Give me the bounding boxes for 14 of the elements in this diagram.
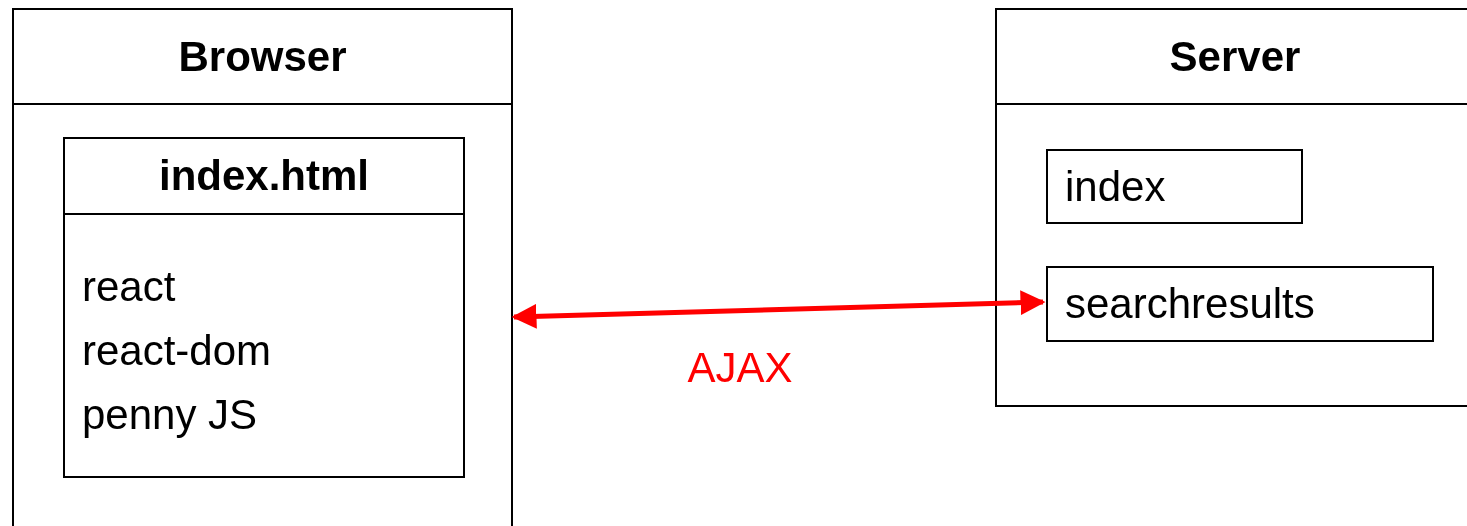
component-box xyxy=(995,8,1467,407)
module-name: searchresults xyxy=(1065,283,1315,325)
box-title: Browser xyxy=(178,35,347,78)
double-arrow xyxy=(511,290,1046,329)
module-box xyxy=(1046,266,1434,342)
box-title: Server xyxy=(1169,35,1301,78)
module-name: react-dom xyxy=(82,326,273,376)
module-box xyxy=(1046,149,1303,224)
component-box xyxy=(12,8,513,526)
module-name: index xyxy=(1065,165,1166,208)
module-name: react xyxy=(82,262,177,312)
component-box xyxy=(63,137,465,478)
box-title: index.html xyxy=(159,155,369,197)
module-name: penny JS xyxy=(82,390,259,440)
